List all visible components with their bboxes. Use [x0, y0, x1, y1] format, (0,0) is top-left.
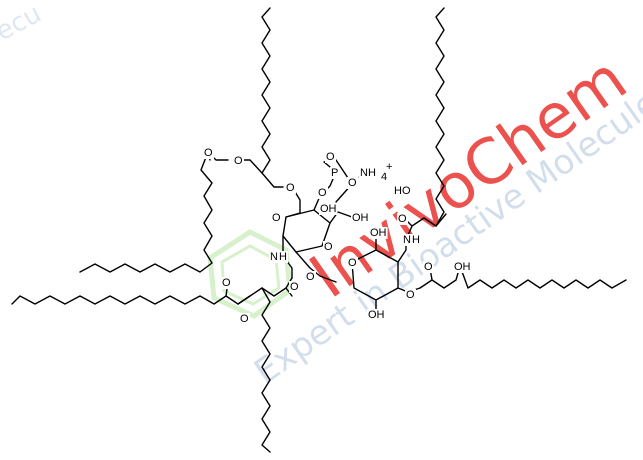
atom-oh-right-chain: OH	[454, 261, 471, 273]
atom-label-background	[319, 203, 338, 215]
chain-top-left-upper	[261, 7, 271, 174]
chain-lower-right	[419, 265, 627, 289]
atom-label-background	[271, 212, 282, 224]
atom-label-background	[285, 182, 296, 194]
atom-label-background	[385, 161, 394, 173]
atom-label-background	[393, 185, 412, 197]
atom-label-background	[367, 309, 386, 321]
atom-o-amide-left: O	[290, 281, 299, 293]
atom-h-left: H	[279, 251, 287, 263]
atom-label-background	[239, 313, 250, 325]
atom-o-ring2: O	[348, 257, 357, 269]
atom-label-background	[317, 187, 328, 199]
atom-label-background	[305, 271, 316, 283]
atom-oh-p: OH	[320, 203, 337, 215]
atom-o-ester-top: O	[234, 155, 243, 167]
atom-label-background	[269, 251, 279, 263]
atom-o-p-double: O	[326, 151, 335, 163]
atom-label-background	[411, 234, 421, 246]
atom-o-ring1: O	[324, 241, 333, 253]
atom-label-background	[405, 289, 416, 301]
watermark-corner-text: ecu	[0, 0, 46, 47]
atom-ammonium-sub: 4	[381, 171, 387, 183]
chain-top-left-to-ester	[261, 172, 284, 188]
atom-label-background	[397, 213, 408, 225]
atom-label-background	[402, 234, 412, 246]
atom-label-background	[351, 212, 370, 224]
atom-label-background	[325, 151, 336, 163]
atom-o-minus: O	[348, 177, 357, 189]
atom-n-right: N	[403, 234, 411, 246]
amide-right	[405, 213, 447, 241]
atom-label-background	[289, 281, 300, 293]
atom-ho-right-chain: HO	[394, 185, 411, 197]
chain-upper-right	[435, 7, 445, 227]
atom-p: P	[331, 167, 338, 179]
atom-o-acyl-upper-right: O	[398, 213, 407, 225]
atom-label-background	[380, 171, 389, 183]
atom-label-background	[359, 167, 377, 179]
atom-o-phos-link: O	[318, 187, 327, 199]
atom-label-background	[423, 261, 434, 273]
atom-oh-ring1-6: OH	[352, 212, 369, 224]
atom-o-ester-left-2: O	[240, 313, 249, 325]
atom-label-background	[453, 261, 472, 273]
atom-label-background	[347, 177, 358, 189]
atom-label-background	[323, 241, 334, 253]
watermark-logo	[207, 229, 293, 319]
atom-label-background	[203, 147, 214, 159]
atom-labels: O O O O P O O - OH NH 4 + HO O N H O O O…	[203, 147, 472, 325]
atom-label-background	[278, 251, 288, 263]
atom-ammonium-plus: +	[386, 161, 392, 173]
atom-o-ester-top-2: O	[204, 147, 213, 159]
atom-o-acyl-right: O	[424, 261, 433, 273]
atom-o-ester-right: O	[406, 289, 415, 301]
atom-oh-ring2-4: OH	[368, 309, 385, 321]
atom-n-left: N	[270, 251, 278, 263]
ester-left-chain	[11, 295, 251, 305]
atom-label-background	[221, 277, 232, 289]
atom-label-background	[347, 257, 358, 269]
atom-label-background	[369, 227, 388, 239]
chain-lower-left-down	[261, 287, 271, 453]
bonds	[11, 7, 627, 453]
atom-o-ring1-4: O	[272, 212, 281, 224]
atom-label-background	[330, 167, 340, 179]
acyl-chain-left-top	[79, 151, 229, 273]
ring1-ch2oh	[329, 211, 353, 224]
atom-oh-anomeric: OH	[370, 227, 387, 239]
atom-label-background	[233, 155, 244, 167]
atom-ammonium: NH	[360, 167, 376, 179]
atom-o-glyco-link: O	[306, 271, 315, 283]
atom-o-ester-left-1: O	[222, 277, 231, 289]
atom-o-acyl-top: O	[286, 182, 295, 194]
atom-h-right: H	[412, 234, 420, 246]
